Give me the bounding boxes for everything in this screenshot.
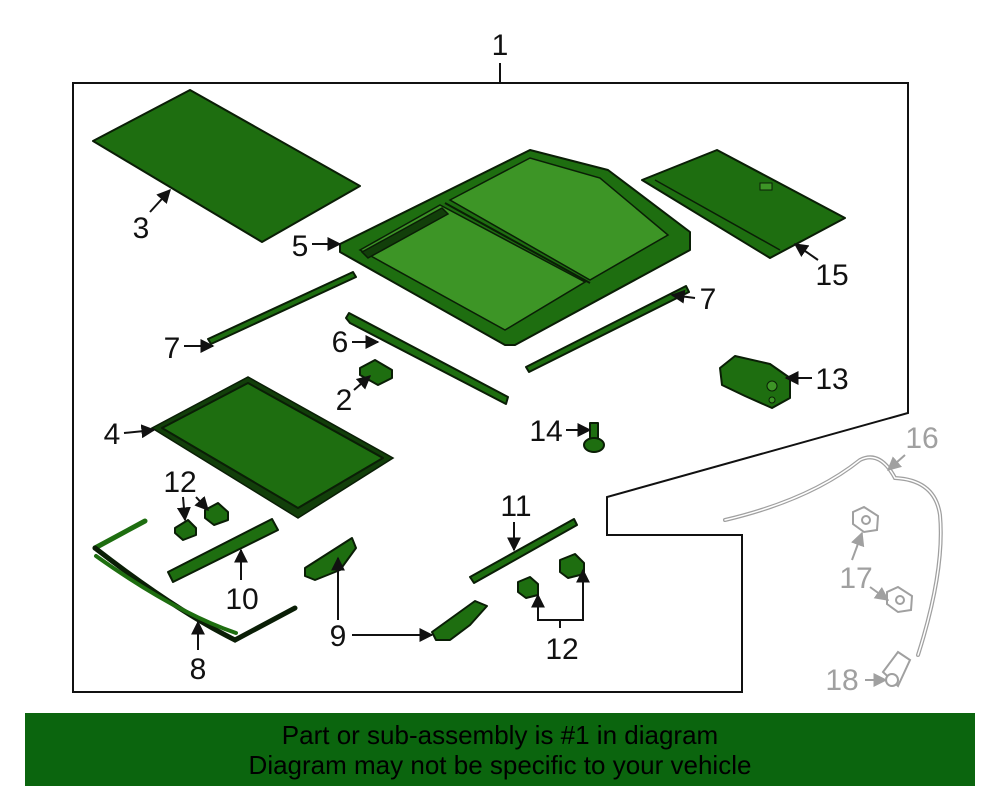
leader-4 [123, 424, 156, 439]
leader-12-upper-b [194, 495, 209, 512]
callout-13: 13 [815, 363, 848, 396]
callout-6: 6 [332, 326, 349, 359]
callout-18: 18 [825, 664, 858, 697]
leader-12-upper-a [176, 496, 191, 522]
callout-7-right: 7 [700, 283, 717, 316]
part-guide-upper [304, 537, 357, 581]
leader-17-down [869, 586, 890, 601]
leader-16 [886, 454, 906, 471]
part-glass-panel-seal [150, 376, 395, 519]
leader-3 [149, 188, 171, 213]
part-seal-strip-right [525, 285, 690, 373]
part-rail [345, 312, 509, 405]
callout-15: 15 [815, 259, 848, 292]
part-clips-lower [517, 553, 585, 599]
callout-10: 10 [225, 583, 258, 616]
callout-12-upper: 12 [163, 466, 196, 499]
callout-1: 1 [492, 29, 509, 62]
banner-line-1: Part or sub-assembly is #1 in diagram [281, 720, 719, 750]
callout-14: 14 [529, 415, 562, 448]
part-drain-channel [92, 518, 298, 643]
leader-17-up [851, 531, 865, 561]
callout-9: 9 [330, 620, 347, 653]
callout-5: 5 [292, 230, 309, 263]
callout-12-lower: 12 [545, 633, 578, 666]
part-clips-upper [174, 502, 229, 541]
callout-2: 2 [336, 384, 353, 417]
part-grommet [881, 650, 912, 688]
assembly-boundary [72, 82, 909, 693]
callout-16: 16 [905, 422, 938, 455]
callout-11: 11 [500, 490, 531, 523]
callout-4: 4 [104, 418, 121, 451]
leader-2 [353, 375, 372, 391]
callout-17: 17 [839, 562, 872, 595]
part-clamp-lower [886, 585, 914, 614]
leader-12-lower [537, 573, 584, 621]
part-deflector [167, 518, 279, 583]
info-banner: Part or sub-assembly is #1 in diagram Di… [25, 713, 975, 786]
part-motor [719, 355, 791, 409]
banner-line-2: Diagram may not be specific to your vehi… [248, 750, 752, 780]
leader-15 [793, 243, 819, 261]
part-clamp-upper [852, 505, 880, 534]
part-glass-panel [92, 89, 361, 243]
part-guide-lower [431, 600, 488, 641]
callout-8: 8 [190, 653, 207, 686]
part-screw [583, 422, 605, 453]
part-cable-guide [469, 518, 578, 584]
callout-7-left: 7 [164, 332, 181, 365]
part-sunroof-frame [339, 149, 691, 346]
part-sunshade [641, 149, 846, 259]
leader-7-right [670, 289, 696, 304]
callout-3: 3 [133, 212, 150, 245]
part-drain-hose [723, 455, 943, 657]
